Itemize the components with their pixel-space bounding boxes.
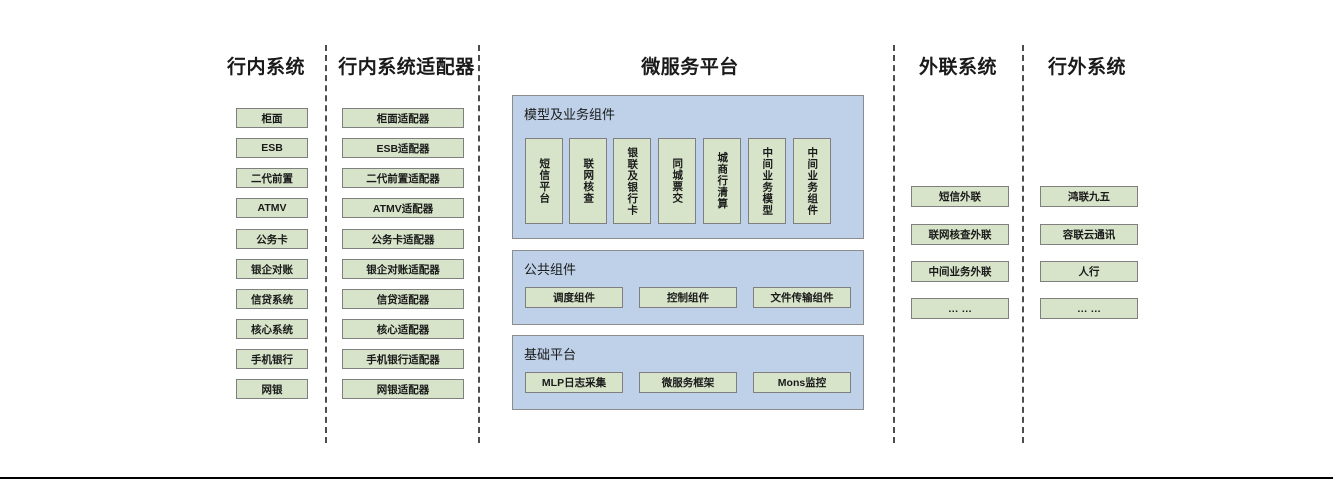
node-internal-adapter[interactable]: 二代前置适配器 (342, 168, 464, 188)
column-header-outside-bank-systems: 行外系统 (1047, 57, 1126, 78)
node-internal-adapter[interactable]: 柜面适配器 (342, 108, 464, 128)
column-header-internal-adapters: 行内系统适配器 (338, 57, 475, 78)
divider-external-link (1022, 45, 1024, 443)
node-internal-adapter[interactable]: 信贷适配器 (342, 289, 464, 309)
node-model-component[interactable]: 短信平台 (525, 138, 563, 224)
node-internal-adapter[interactable]: 手机银行适配器 (342, 349, 464, 369)
divider-internal-adapters (478, 45, 480, 443)
node-external-link-system[interactable]: 短信外联 (911, 186, 1009, 207)
node-external-link-system[interactable]: … … (911, 298, 1009, 319)
node-model-component[interactable]: 同城票交 (658, 138, 696, 224)
node-internal-system[interactable]: 信贷系统 (236, 289, 308, 309)
node-base-platform-component[interactable]: Mons监控 (753, 372, 851, 393)
node-internal-adapter[interactable]: 公务卡适配器 (342, 229, 464, 249)
node-model-component[interactable]: 中间业务组件 (793, 138, 831, 224)
node-public-component[interactable]: 调度组件 (525, 287, 623, 308)
node-internal-system[interactable]: 核心系统 (236, 319, 308, 339)
node-internal-system[interactable]: 手机银行 (236, 349, 308, 369)
column-header-microservice-platform: 微服务平台 (641, 57, 739, 78)
node-internal-system[interactable]: 网银 (236, 379, 308, 399)
panel-title-model-business-components: 模型及业务组件 (524, 107, 616, 122)
node-public-component[interactable]: 控制组件 (639, 287, 737, 308)
node-model-component[interactable]: 城商行清算 (703, 138, 741, 224)
node-outside-bank-system[interactable]: 容联云通讯 (1040, 224, 1138, 245)
node-model-component[interactable]: 银联及银行卡 (613, 138, 651, 224)
node-base-platform-component[interactable]: 微服务框架 (639, 372, 737, 393)
node-model-component[interactable]: 中间业务模型 (748, 138, 786, 224)
node-internal-system[interactable]: 公务卡 (236, 229, 308, 249)
node-internal-adapter[interactable]: 网银适配器 (342, 379, 464, 399)
panel-title-base-platform: 基础平台 (524, 347, 577, 362)
bottom-divider (0, 477, 1333, 479)
node-external-link-system[interactable]: 联网核查外联 (911, 224, 1009, 245)
node-internal-system[interactable]: ATMV (236, 198, 308, 218)
node-internal-system[interactable]: 柜面 (236, 108, 308, 128)
node-internal-system[interactable]: ESB (236, 138, 308, 158)
column-header-internal-systems: 行内系统 (226, 57, 305, 78)
node-internal-adapter[interactable]: 银企对账适配器 (342, 259, 464, 279)
node-public-component[interactable]: 文件传输组件 (753, 287, 851, 308)
node-internal-system[interactable]: 银企对账 (236, 259, 308, 279)
node-internal-adapter[interactable]: ATMV适配器 (342, 198, 464, 218)
node-model-component[interactable]: 联网核查 (569, 138, 607, 224)
node-internal-adapter[interactable]: 核心适配器 (342, 319, 464, 339)
node-external-link-system[interactable]: 中间业务外联 (911, 261, 1009, 282)
node-internal-system[interactable]: 二代前置 (236, 168, 308, 188)
column-header-external-link-systems: 外联系统 (918, 57, 997, 78)
node-outside-bank-system[interactable]: 鸿联九五 (1040, 186, 1138, 207)
divider-microservice (893, 45, 895, 443)
panel-title-public-components: 公共组件 (524, 262, 577, 277)
node-outside-bank-system[interactable]: 人行 (1040, 261, 1138, 282)
node-internal-adapter[interactable]: ESB适配器 (342, 138, 464, 158)
node-base-platform-component[interactable]: MLP日志采集 (525, 372, 623, 393)
node-outside-bank-system[interactable]: … … (1040, 298, 1138, 319)
divider-internal-systems (325, 45, 327, 443)
